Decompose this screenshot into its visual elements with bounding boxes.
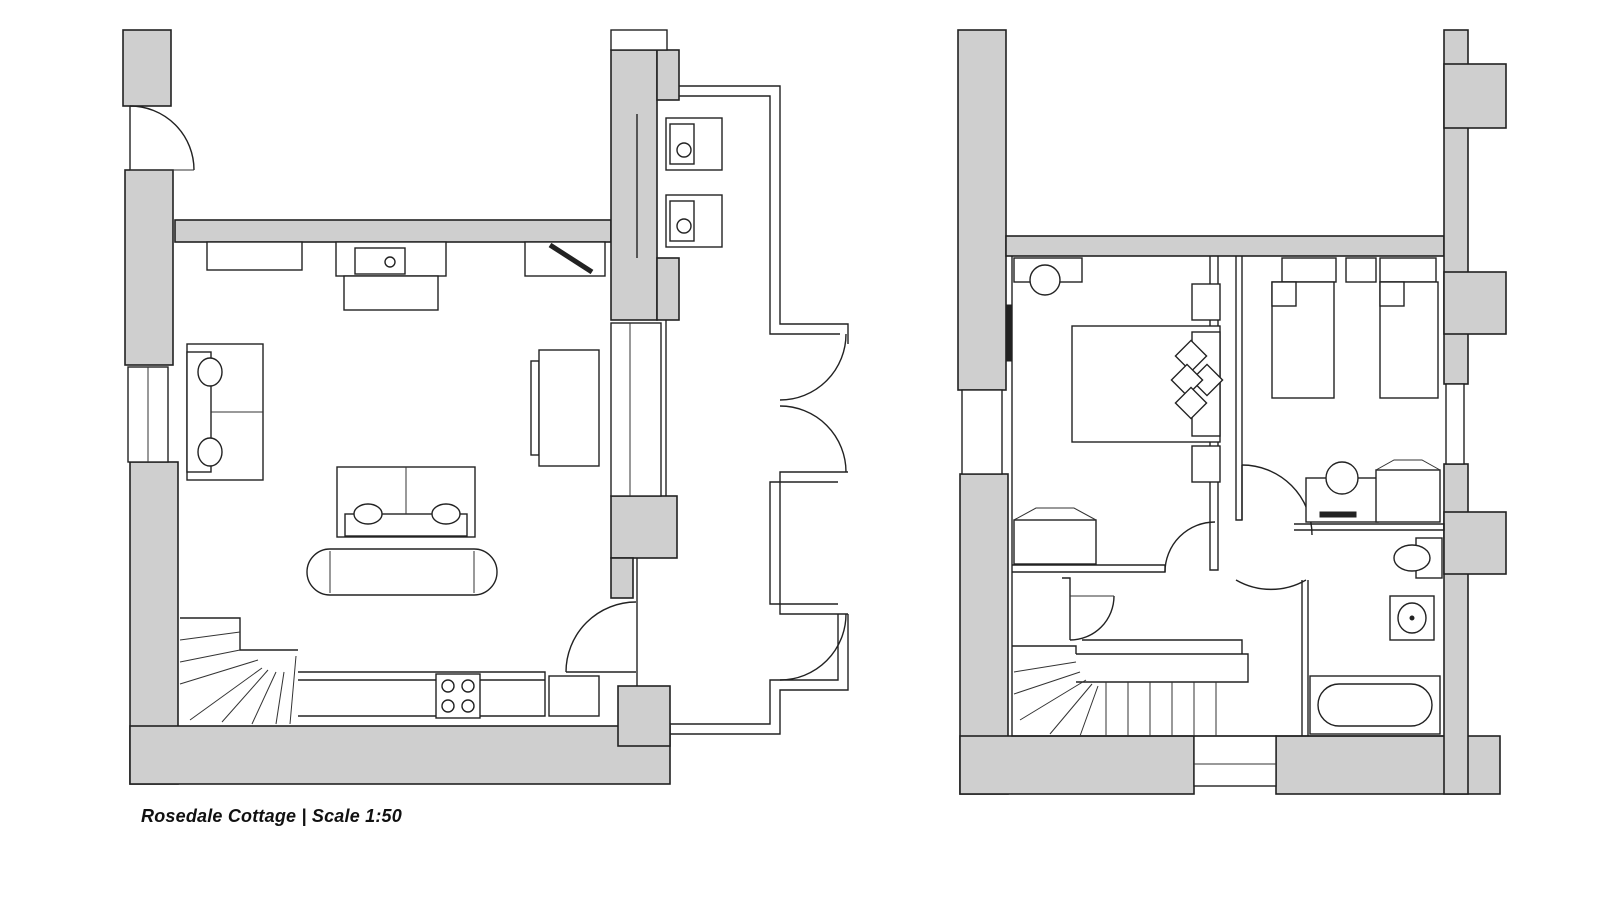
entry-door xyxy=(129,105,195,171)
plan-caption: Rosedale Cottage | Scale 1:50 xyxy=(141,806,402,826)
twin-bedroom xyxy=(1241,257,1441,536)
kitchen-and-stairs xyxy=(179,617,600,725)
living-room xyxy=(186,241,606,596)
ground-floor-plan xyxy=(122,29,849,785)
ground-floor-walls xyxy=(122,29,680,785)
first-floor-plan xyxy=(957,29,1507,795)
master-bedroom xyxy=(1013,257,1224,573)
first-floor-walls xyxy=(957,29,1507,795)
landing-stairs xyxy=(1012,579,1307,737)
bathroom xyxy=(1309,537,1443,735)
conservatory xyxy=(565,85,849,735)
